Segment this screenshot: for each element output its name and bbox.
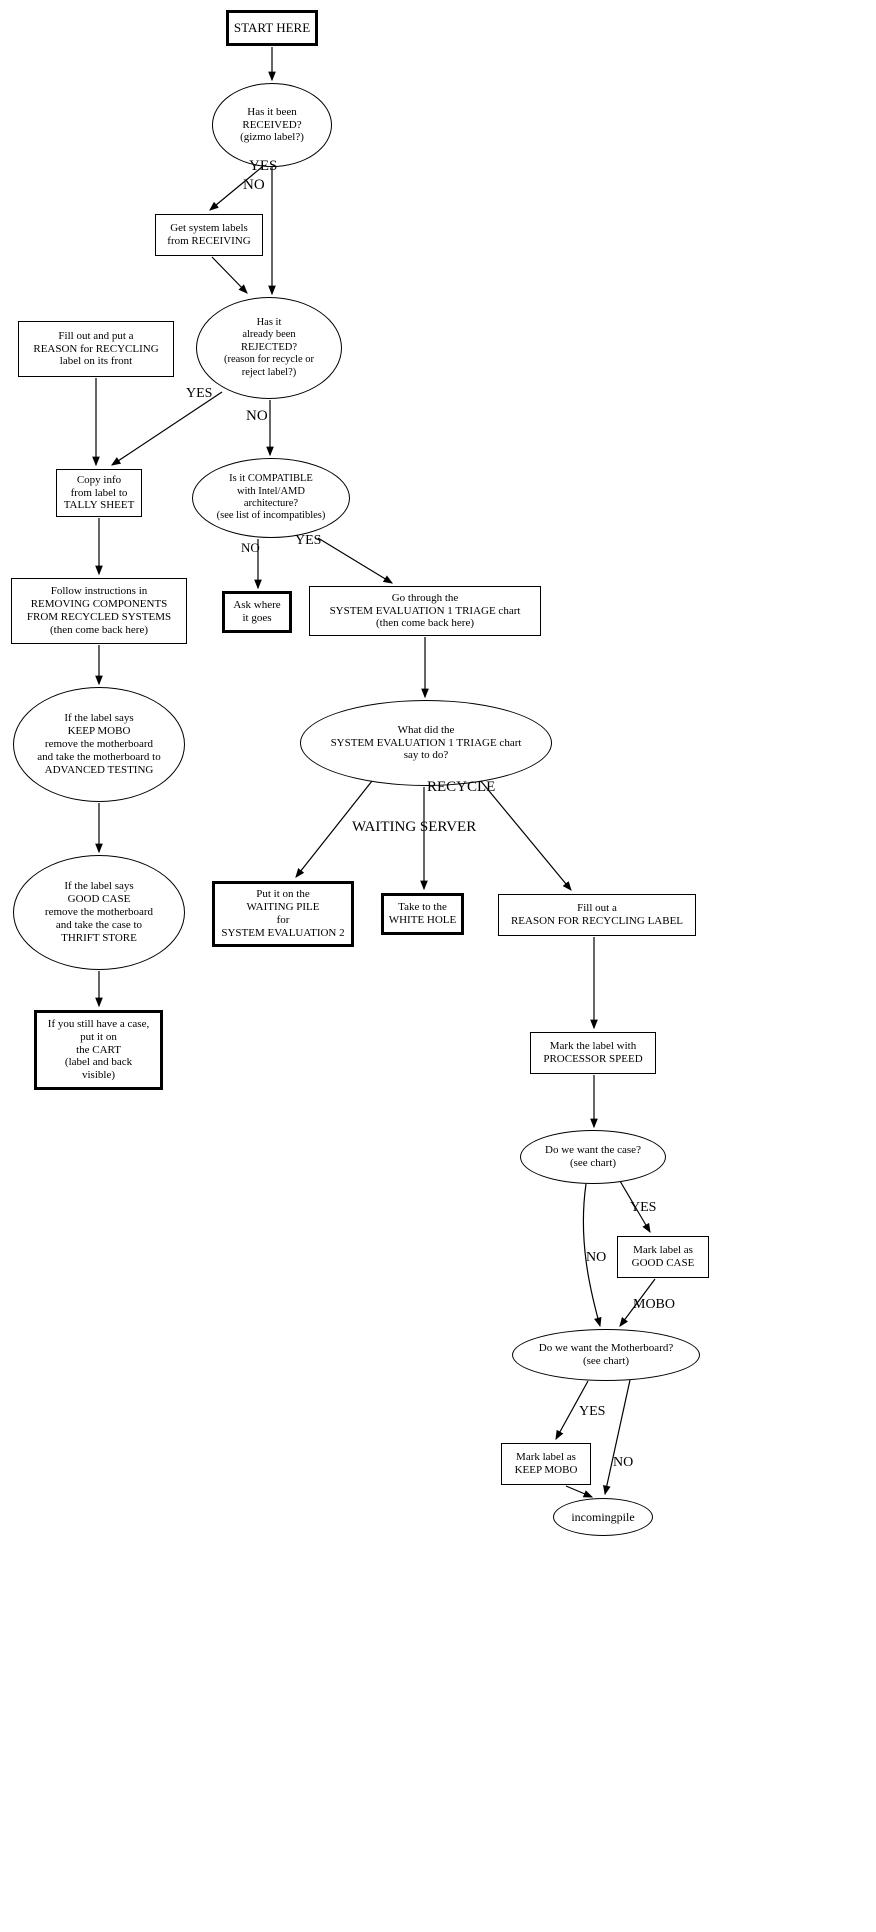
node-whitehole[interactable]: Take to the WHITE HOLE xyxy=(381,893,464,935)
edge-getlabels-to-rejected xyxy=(211,256,248,294)
node-label-wantmobo: Do we want the Motherboard? (see chart) xyxy=(538,1342,674,1367)
node-markgood[interactable]: Mark label as GOOD CASE xyxy=(617,1236,709,1278)
edge-label-mobo: MOBO xyxy=(633,1297,676,1312)
node-label-wantcase: Do we want the case? (see chart) xyxy=(545,1144,641,1169)
edge-label-no-received: NO xyxy=(243,177,265,193)
node-stillhave[interactable]: If you still have a case, put it on the … xyxy=(34,1010,163,1090)
node-getlabels[interactable]: Get system labels from RECEIVING xyxy=(155,214,263,256)
edge-label-yes-received: YES xyxy=(249,158,278,174)
node-label-stillhave: If you still have a case, put it on the … xyxy=(47,1017,150,1082)
node-markkeep[interactable]: Mark label as KEEP MOBO xyxy=(501,1443,591,1485)
node-label-askwhere: Ask where it goes xyxy=(233,599,281,624)
edge-label-yes-wantmobo: YES xyxy=(579,1404,606,1419)
node-received[interactable]: Has it been RECEIVED? (gizmo label?) xyxy=(212,83,332,167)
edge-compatible-to-gothrough xyxy=(317,537,394,584)
node-label-gothrough: Go through the SYSTEM EVALUATION 1 TRIAG… xyxy=(329,591,521,630)
node-markspeed[interactable]: Mark the label with PROCESSOR SPEED xyxy=(530,1032,656,1074)
node-label-markkeep: Mark label as KEEP MOBO xyxy=(514,1451,578,1476)
node-label-incomingpile: incomingpile xyxy=(571,1509,635,1524)
edge-label-yes-compatible: YES xyxy=(295,533,322,548)
node-waitingpile[interactable]: Put it on the WAITING PILE for SYSTEM EV… xyxy=(212,881,354,947)
edge-label-yes-rejected: YES xyxy=(186,386,213,401)
node-followinstr[interactable]: Follow instructions in REMOVING COMPONEN… xyxy=(11,578,187,644)
node-label-markspeed: Mark the label with PROCESSOR SPEED xyxy=(543,1040,643,1065)
edge-wantmobo-to-incomingpile xyxy=(603,1379,631,1496)
node-goodcase[interactable]: If the label says GOOD CASE remove the m… xyxy=(13,855,185,970)
node-fillrecycle[interactable]: Fill out a REASON FOR RECYCLING LABEL xyxy=(498,894,696,936)
node-label-markgood: Mark label as GOOD CASE xyxy=(631,1244,695,1269)
node-start[interactable]: START HERE xyxy=(226,10,318,46)
edge-label-no-rejected: NO xyxy=(246,408,268,424)
node-rejected[interactable]: Has it already been REJECTED? (reason fo… xyxy=(196,297,342,399)
node-whatdid[interactable]: What did the SYSTEM EVALUATION 1 TRIAGE … xyxy=(300,700,552,786)
node-label-fillreason: Fill out and put a REASON for RECYCLING … xyxy=(33,329,159,368)
edge-label-recycle: RECYCLE xyxy=(427,779,496,795)
node-compatible[interactable]: Is it COMPATIBLE with Intel/AMD architec… xyxy=(192,458,350,538)
node-label-goodcase: If the label says GOOD CASE remove the m… xyxy=(44,880,154,944)
node-fillreason[interactable]: Fill out and put a REASON for RECYCLING … xyxy=(18,321,174,377)
node-label-waitingpile: Put it on the WAITING PILE for SYSTEM EV… xyxy=(221,888,345,939)
node-wantmobo[interactable]: Do we want the Motherboard? (see chart) xyxy=(512,1329,700,1381)
node-label-whatdid: What did the SYSTEM EVALUATION 1 TRIAGE … xyxy=(330,723,522,762)
edge-label-no-wantmobo: NO xyxy=(613,1455,634,1470)
node-copyinfo[interactable]: Copy info from label to TALLY SHEET xyxy=(56,469,142,517)
node-label-received: Has it been RECEIVED? (gizmo label?) xyxy=(240,105,304,144)
edge-label-no-wantcase: NO xyxy=(586,1250,607,1265)
node-askwhere[interactable]: Ask where it goes xyxy=(222,591,292,633)
node-label-fillrecycle: Fill out a REASON FOR RECYCLING LABEL xyxy=(510,902,684,927)
edge-label-no-compatible: NO xyxy=(241,540,260,555)
node-label-copyinfo: Copy info from label to TALLY SHEET xyxy=(63,473,135,512)
edge-label-yes-wantcase: YES xyxy=(630,1200,657,1215)
node-keepmobo[interactable]: If the label says KEEP MOBO remove the m… xyxy=(13,687,185,802)
node-label-compatible: Is it COMPATIBLE with Intel/AMD architec… xyxy=(216,473,326,522)
edge-whatdid-to-fillrecycle xyxy=(479,779,572,891)
node-label-start: START HERE xyxy=(233,20,311,36)
node-wantcase[interactable]: Do we want the case? (see chart) xyxy=(520,1130,666,1184)
node-label-keepmobo: If the label says KEEP MOBO remove the m… xyxy=(37,712,161,776)
edge-rejected-to-copyinfo xyxy=(111,391,223,466)
node-label-whitehole: Take to the WHITE HOLE xyxy=(388,901,457,926)
node-label-getlabels: Get system labels from RECEIVING xyxy=(167,222,251,247)
node-label-followinstr: Follow instructions in REMOVING COMPONEN… xyxy=(26,585,172,636)
node-label-rejected: Has it already been REJECTED? (reason fo… xyxy=(223,317,315,378)
node-incomingpile[interactable]: incomingpile xyxy=(553,1498,653,1536)
edge-markkeep-to-incomingpile xyxy=(565,1485,594,1498)
node-gothrough[interactable]: Go through the SYSTEM EVALUATION 1 TRIAG… xyxy=(309,586,541,636)
edge-label-waiting-server: WAITING SERVER xyxy=(352,819,477,835)
